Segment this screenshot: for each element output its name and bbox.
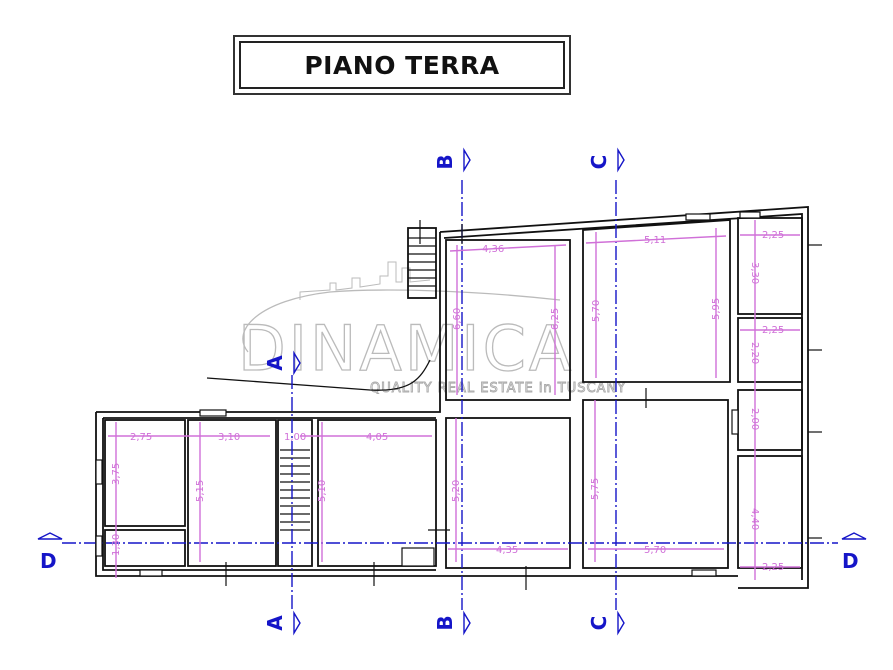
- right-room-4: [737, 455, 803, 569]
- watermark-swoosh-icon: [242, 289, 561, 353]
- room-c-top: [582, 219, 731, 383]
- room-b-bottom: [445, 417, 571, 569]
- dim-label: 5,75: [590, 478, 601, 500]
- outer-wall-upper: [439, 206, 809, 589]
- section-arrow-icon: [841, 532, 867, 540]
- section-arrow-icon: [463, 610, 471, 636]
- title-box-inner: PIANO TERRA: [239, 41, 565, 89]
- dim-label: 2,25: [762, 230, 784, 241]
- room-c-bottom: [582, 399, 729, 569]
- dim-label: 4,05: [366, 432, 388, 443]
- title-box: PIANO TERRA: [233, 35, 571, 95]
- terrain-line: [206, 359, 431, 391]
- dim-label: 1,00: [284, 432, 306, 443]
- plan-title: PIANO TERRA: [304, 50, 500, 80]
- room-b-top: [445, 239, 571, 401]
- right-room-2: [737, 317, 803, 383]
- window-marks: [225, 220, 822, 590]
- dim-label: 4,40: [749, 508, 760, 530]
- dim-label: 4,35: [496, 545, 518, 556]
- section-marker-c-top: C: [587, 155, 611, 170]
- dim-label: 3,10: [218, 432, 240, 443]
- right-room-1: [737, 217, 803, 315]
- dim-label: 2,25: [762, 325, 784, 336]
- svg-text:B: B: [433, 615, 457, 630]
- section-marker-a-bottom: A: [263, 615, 287, 631]
- dim-label: 2,75: [130, 432, 152, 443]
- section-arrow-icon: [617, 147, 625, 173]
- watermark: DINAMICA QUALITY REAL ESTATE in TUSCANY: [237, 261, 626, 396]
- dim-label: 5,11: [644, 235, 666, 246]
- walls: [95, 206, 809, 589]
- dim-label: 2,25: [762, 562, 784, 573]
- dimension-lines: [108, 220, 800, 580]
- section-marker-d-right: D: [842, 549, 859, 573]
- dimension-labels: 4,36 6,60 6,25 5,11 5,70 5,95 2,25 3,30 …: [111, 230, 784, 573]
- svg-text:C: C: [587, 155, 611, 170]
- stair-treads: [280, 237, 436, 531]
- dim-label: 6,25: [550, 308, 561, 330]
- section-arrow-icon: [293, 610, 301, 636]
- section-marker-d-left: D: [40, 549, 57, 573]
- dim-label: 2,00: [749, 408, 760, 430]
- outer-wall-lower-inner: [102, 417, 436, 571]
- dim-label: 5,20: [451, 480, 462, 502]
- dim-label: 5,95: [711, 298, 722, 320]
- svg-text:C: C: [587, 616, 611, 631]
- watermark-tagline: QUALITY REAL ESTATE in TUSCANY: [370, 381, 626, 396]
- left-room-small: [104, 529, 186, 567]
- section-markers: A A B B C C D D: [37, 147, 867, 636]
- section-arrow-icon: [37, 532, 63, 540]
- section-lines: [62, 180, 838, 610]
- mid-room: [317, 419, 437, 567]
- external-stair: [407, 227, 437, 299]
- dim-label: 3,30: [749, 262, 760, 284]
- stair-hall: [277, 419, 313, 567]
- dim-label: 4,36: [482, 244, 504, 255]
- section-marker-a-top: A: [263, 355, 287, 371]
- outer-wall-lower: [95, 232, 738, 577]
- openings: [95, 211, 761, 577]
- dim-label: 5,10: [317, 480, 328, 502]
- section-marker-b-top: B: [433, 154, 457, 169]
- dim-label: 5,15: [195, 480, 206, 502]
- dim-label: 5,70: [644, 545, 666, 556]
- outer-wall-upper-inner: [443, 213, 803, 580]
- watermark-brand: DINAMICA: [238, 312, 574, 385]
- svg-text:B: B: [433, 154, 457, 169]
- dim-label: 1,30: [111, 534, 122, 556]
- section-arrow-icon: [617, 610, 625, 636]
- left-room-1: [104, 419, 186, 527]
- section-marker-c-bottom: C: [587, 616, 611, 631]
- dim-label: 5,70: [591, 300, 602, 322]
- svg-text:A: A: [263, 615, 287, 631]
- section-arrow-icon: [293, 350, 301, 376]
- svg-text:A: A: [263, 355, 287, 371]
- right-room-3: [737, 389, 803, 451]
- dim-label: 3,75: [111, 463, 122, 485]
- dim-label: 2,20: [749, 342, 760, 364]
- section-arrow-icon: [463, 147, 471, 173]
- left-room-2: [187, 419, 277, 567]
- section-marker-b-bottom: B: [433, 615, 457, 630]
- dim-label: 6,60: [452, 308, 463, 330]
- watermark-skyline-icon: [299, 261, 431, 300]
